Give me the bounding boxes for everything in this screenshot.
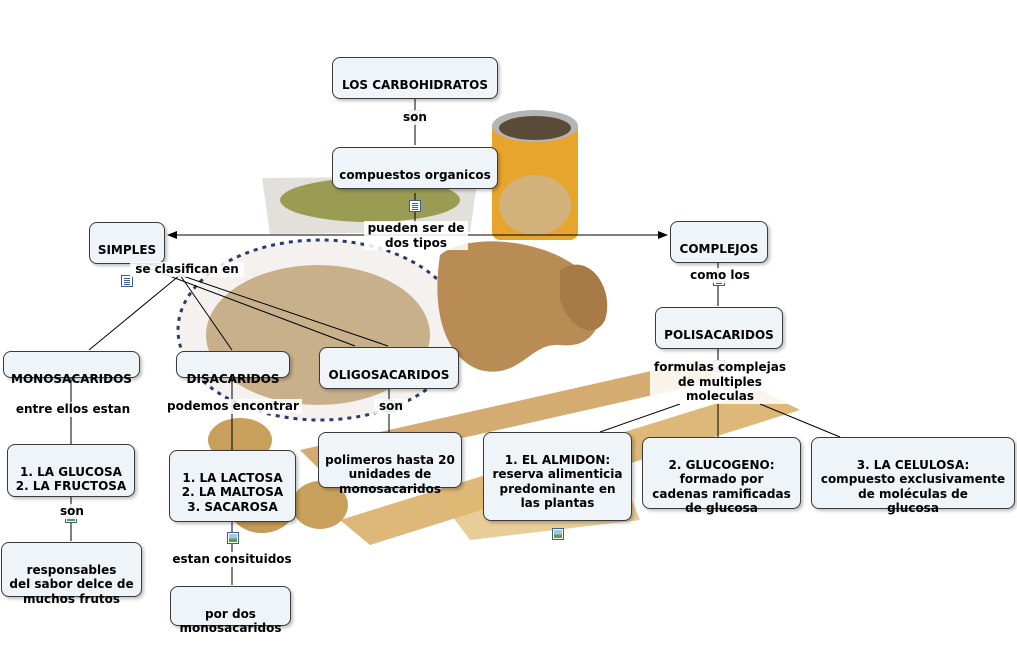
concept-los-carbohidratos[interactable]: LOS CARBOHIDRATOS <box>332 57 498 122</box>
concept-lactosa-maltosa-sacarosa[interactable]: 1. LA LACTOSA 2. LA MALTOSA 3. SACAROSA <box>169 450 296 544</box>
concept-label: responsables del sabor delce de muchos f… <box>9 562 134 606</box>
concept-label: 1. LA GLUCOSA 2. LA FRUCTOSA <box>15 464 127 494</box>
concept-glucosa-fructosa[interactable]: 1. LA GLUCOSA 2. LA FRUCTOSA <box>7 444 135 523</box>
link-phrase-podemos-encontrar: podemos encontrar <box>164 399 302 414</box>
concept-label: polimeros hasta 20 unidades de monosacar… <box>325 452 455 496</box>
concept-label: LOS CARBOHIDRATOS <box>341 77 488 92</box>
document-icon[interactable] <box>409 199 421 212</box>
concept-almidon[interactable]: 1. EL ALMIDON: reserva alimenticia predo… <box>483 432 632 540</box>
concept-label: DISACARIDOS <box>186 371 280 386</box>
concept-label: 1. EL ALMIDON: reserva alimenticia predo… <box>492 452 623 511</box>
concept-polisacaridos[interactable]: POLISACARIDOS <box>655 307 783 372</box>
link-phrase-estan-consituidos: estan consituidos <box>168 552 296 567</box>
image-icon[interactable] <box>226 531 239 544</box>
concept-label: 3. LA CELULOSA: compuesto exclusivamente… <box>820 457 1006 516</box>
concept-complejos[interactable]: COMPLEJOS <box>670 221 768 286</box>
link-phrase-como-los: como los <box>686 268 754 283</box>
concept-label: 1. LA LACTOSA 2. LA MALTOSA 3. SACAROSA <box>181 470 284 514</box>
concept-glucogeno[interactable]: 2. GLUCOGENO: formado por cadenas ramifi… <box>642 437 801 515</box>
concept-celulosa[interactable]: 3. LA CELULOSA: compuesto exclusivamente… <box>811 437 1015 515</box>
concept-label: OLIGOSACARIDOS <box>328 367 450 382</box>
concept-simples[interactable]: SIMPLES <box>89 222 165 287</box>
concept-label: por dos monosacaridos <box>179 606 282 636</box>
link-phrase-son: son <box>374 399 408 414</box>
document-icon[interactable] <box>121 274 133 287</box>
concept-responsables[interactable]: responsables del sabor delce de muchos f… <box>1 542 142 606</box>
concept-label: POLISACARIDOS <box>664 327 774 342</box>
link-phrase-son: son <box>398 110 432 125</box>
concept-por-dos-monosacaridos[interactable]: por dos monosacaridos <box>170 586 291 635</box>
concept-label: COMPLEJOS <box>679 241 759 256</box>
concept-oligosacaridos[interactable]: OLIGOSACARIDOS <box>319 347 459 412</box>
link-phrase-son: son <box>55 504 89 519</box>
concept-polimeros[interactable]: polimeros hasta 20 unidades de monosacar… <box>318 432 462 496</box>
concept-label: compuestos organicos <box>339 167 491 182</box>
image-icon[interactable] <box>551 528 564 540</box>
link-phrase-entre-ellos: entre ellos estan <box>12 402 134 417</box>
link-phrase-se-clasifican: se clasifican en <box>130 262 244 277</box>
concept-monosacaridos[interactable]: MONOSACARIDOS <box>3 351 140 386</box>
concept-disacaridos[interactable]: DISACARIDOS <box>176 351 290 386</box>
concept-label: 2. GLUCOGENO: formado por cadenas ramifi… <box>652 457 791 516</box>
link-phrase-formulas: formulas complejas de multiples molecula… <box>650 360 790 404</box>
concept-label: SIMPLES <box>97 242 157 257</box>
concept-compuestos-organicos[interactable]: compuestos organicos <box>332 147 498 212</box>
link-phrase-pueden-ser: pueden ser de dos tipos <box>364 221 468 250</box>
concept-label: MONOSACARIDOS <box>11 371 132 386</box>
